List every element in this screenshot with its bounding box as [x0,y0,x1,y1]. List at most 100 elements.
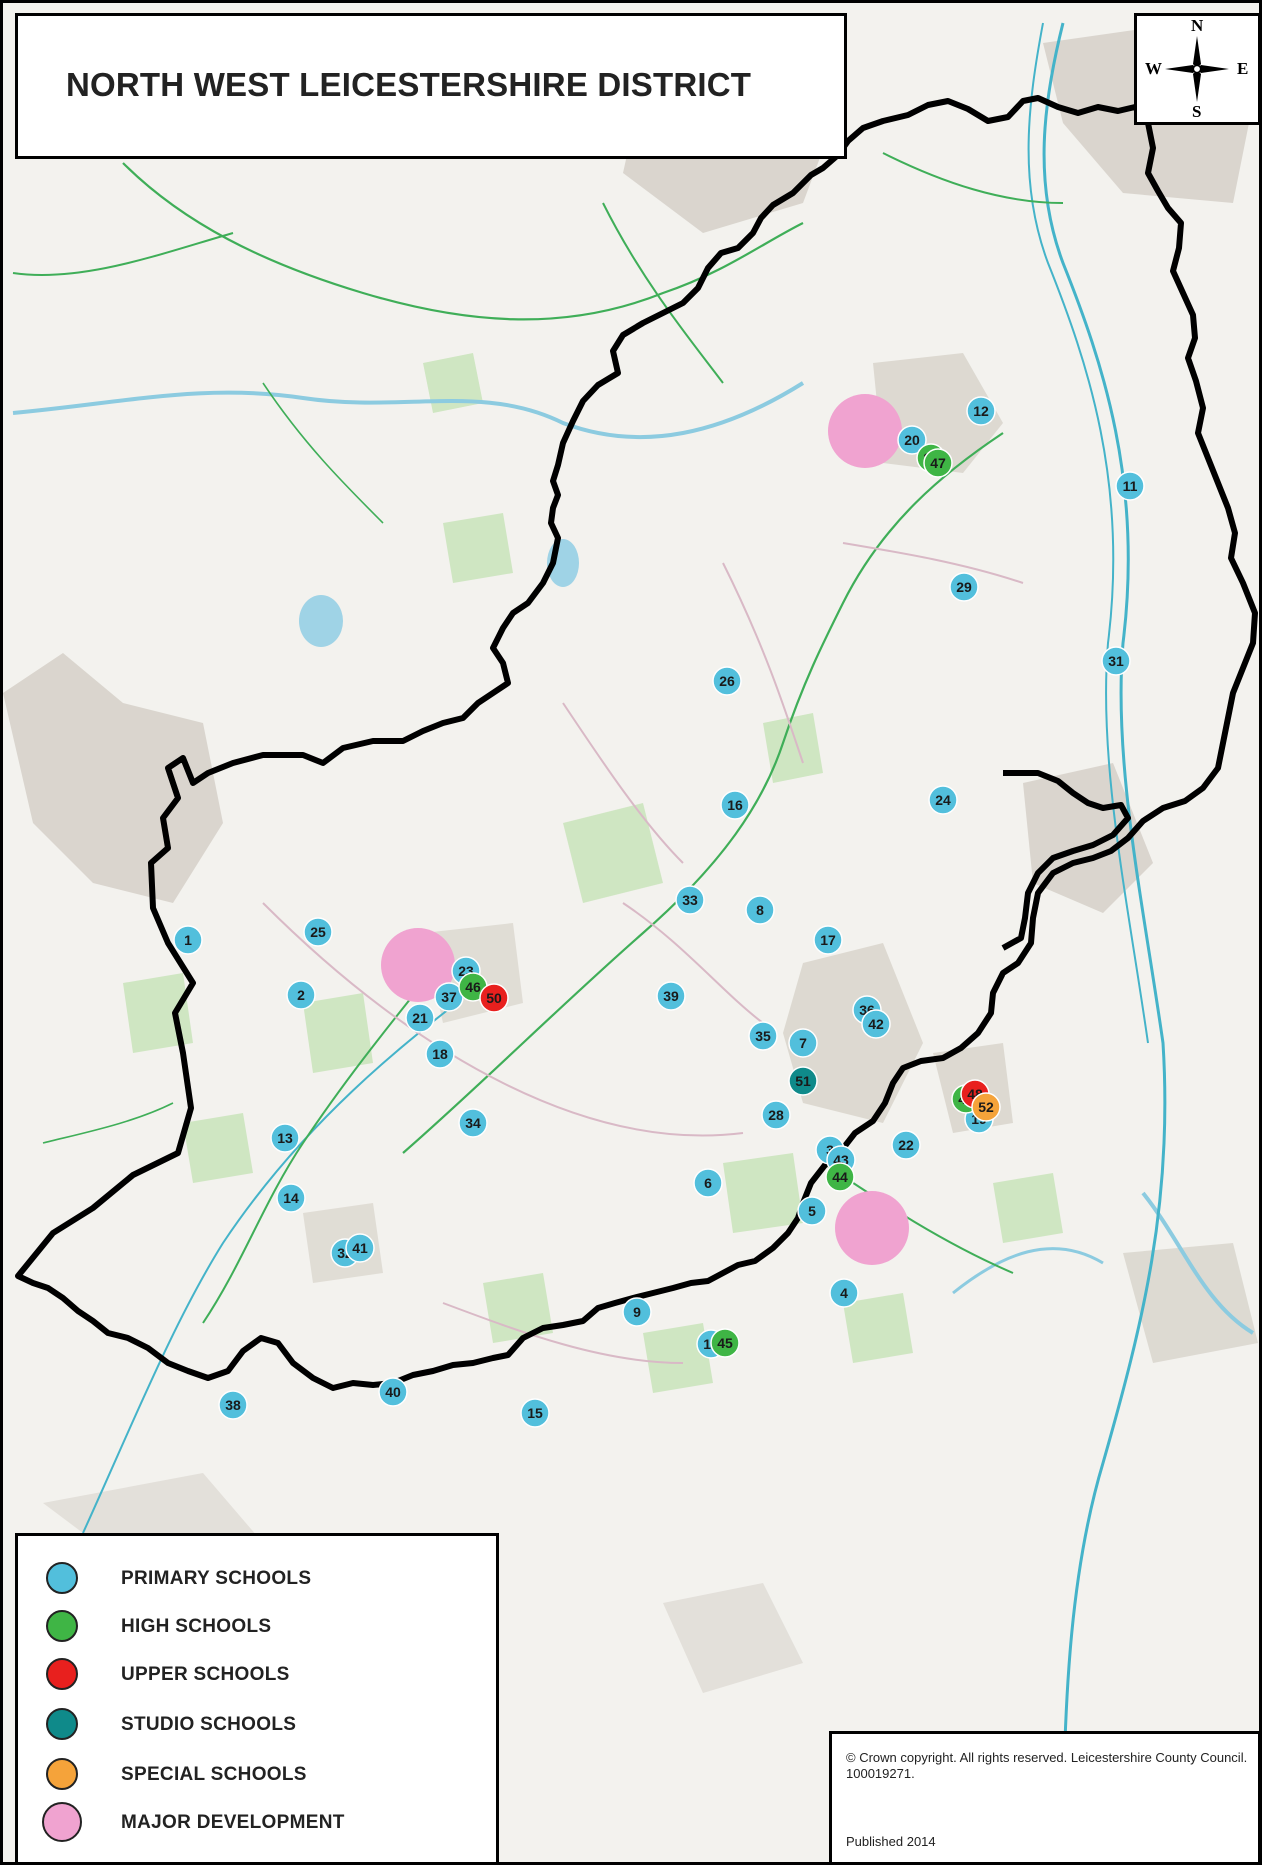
school-marker-dot [693,1168,723,1198]
school-markers-layer: 1234567891112131415161718192021222324252… [173,396,1145,1428]
school-marker-primary[interactable]: 12 [966,396,996,426]
school-marker-studio[interactable]: 51 [788,1066,818,1096]
school-marker-label: 38 [225,1397,241,1413]
school-marker-primary[interactable]: 20 [897,425,927,455]
legend-item-special: SPECIAL SCHOOLS [18,1752,488,1796]
school-marker-dot [270,1123,300,1153]
school-marker-primary[interactable]: 37 [434,982,464,1012]
school-marker-label: 25 [310,924,326,940]
school-marker-primary[interactable]: 5 [797,1196,827,1226]
a-road [202,982,424,1324]
school-marker-dot [861,1009,891,1039]
school-marker-high[interactable]: 44 [825,1162,855,1192]
school-marker-primary[interactable]: 9 [622,1297,652,1327]
school-marker-primary[interactable]: 38 [218,1390,248,1420]
river [12,381,805,440]
legend-symbol-primary [46,1562,78,1594]
legend-symbol-high [46,1610,78,1642]
school-marker-primary[interactable]: 26 [712,666,742,696]
school-marker-dot [813,925,843,955]
school-marker-label: 9 [633,1304,641,1320]
school-marker-primary[interactable]: 22 [891,1130,921,1160]
school-marker-primary[interactable]: 25 [303,917,333,947]
school-marker-label: 45 [717,1335,733,1351]
map-canvas[interactable]: 1234567891112131415161718192021222324252… [3,3,1262,1865]
motorway [82,982,484,1534]
school-marker-label: 11 [1123,478,1138,494]
compass-east-label: E [1237,59,1249,78]
school-marker-primary[interactable]: 42 [861,1009,891,1039]
school-marker-primary[interactable]: 16 [720,790,750,820]
school-marker-label: 13 [277,1130,293,1146]
urban-area [1123,1243,1258,1363]
school-marker-primary[interactable]: 29 [949,572,979,602]
woodland [763,713,823,783]
school-marker-dot [928,785,958,815]
school-marker-label: 21 [412,1010,428,1026]
school-marker-primary[interactable]: 14 [276,1183,306,1213]
school-marker-dot [218,1390,248,1420]
school-marker-primary[interactable]: 7 [788,1028,818,1058]
school-marker-primary[interactable]: 31 [1101,646,1131,676]
school-marker-primary[interactable]: 41 [345,1233,375,1263]
school-marker-primary[interactable]: 28 [761,1100,791,1130]
school-marker-primary[interactable]: 1 [173,925,203,955]
school-marker-special[interactable]: 52 [971,1092,1001,1122]
school-marker-primary[interactable]: 33 [675,885,705,915]
school-marker-primary[interactable]: 8 [745,895,775,925]
school-marker-primary[interactable]: 34 [458,1108,488,1138]
school-marker-label: 6 [704,1175,712,1191]
legend-item-high: HIGH SCHOOLS [18,1604,488,1648]
school-marker-dot [745,895,775,925]
school-marker-upper[interactable]: 50 [479,983,509,1013]
school-marker-primary[interactable]: 40 [378,1377,408,1407]
school-marker-primary[interactable]: 6 [693,1168,723,1198]
major-development-marker[interactable] [828,394,902,468]
school-marker-primary[interactable]: 11 [1115,471,1145,501]
school-marker-label: 24 [935,792,951,808]
school-marker-primary[interactable]: 39 [656,981,686,1011]
school-marker-primary[interactable]: 4 [829,1278,859,1308]
school-marker-dot [345,1233,375,1263]
school-marker-primary[interactable]: 15 [520,1398,550,1428]
school-marker-dot [748,1021,778,1051]
school-marker-label: 4 [840,1285,848,1301]
school-marker-dot [622,1297,652,1327]
woodland [183,1113,253,1183]
legend-symbol-studio [46,1708,78,1740]
school-marker-label: 5 [808,1203,816,1219]
school-marker-label: 15 [527,1405,543,1421]
school-marker-primary[interactable]: 13 [270,1123,300,1153]
major-development-layer [381,394,909,1265]
a-road [402,432,1004,1154]
school-marker-dot [897,425,927,455]
school-marker-primary[interactable]: 17 [813,925,843,955]
school-marker-dot [173,925,203,955]
major-development-marker[interactable] [835,1191,909,1265]
school-marker-primary[interactable]: 35 [748,1021,778,1051]
school-marker-dot [675,885,705,915]
school-marker-primary[interactable]: 18 [425,1039,455,1069]
school-marker-dot [797,1196,827,1226]
copyright-panel: © Crown copyright. All rights reserved. … [829,1731,1259,1862]
school-marker-high[interactable]: 47 [923,448,953,478]
school-marker-label: 2 [297,987,305,1003]
legend-label: PRIMARY SCHOOLS [121,1568,312,1589]
school-marker-high[interactable]: 45 [710,1328,740,1358]
school-marker-primary[interactable]: 2 [286,980,316,1010]
school-marker-primary[interactable]: 24 [928,785,958,815]
school-marker-primary[interactable]: 21 [405,1003,435,1033]
school-marker-dot [479,983,509,1013]
compass-icon [1165,36,1229,102]
compass-rose: N S W E [1134,13,1259,125]
legend-item-studio: STUDIO SCHOOLS [18,1702,488,1746]
major-development-marker[interactable] [381,928,455,1002]
school-marker-label: 52 [978,1099,994,1115]
school-marker-label: 41 [352,1240,368,1256]
reservoir [299,595,343,647]
school-marker-label: 7 [799,1035,807,1051]
school-marker-label: 42 [868,1016,884,1032]
school-marker-dot [788,1066,818,1096]
school-marker-label: 46 [465,979,481,995]
